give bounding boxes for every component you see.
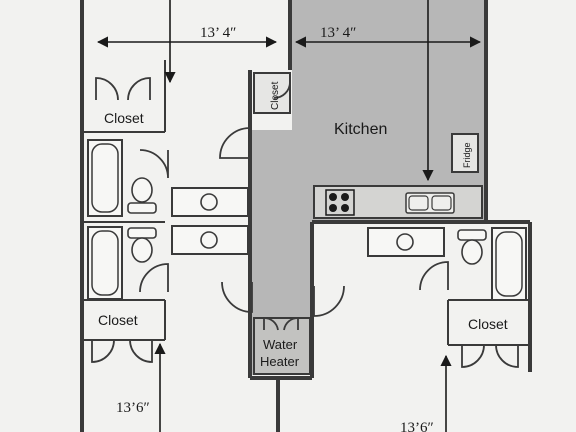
dimension-bottom-right: 13’6″ <box>400 420 434 432</box>
kitchen-counter <box>313 185 483 219</box>
room-label-closet-vertical: Closet <box>270 81 281 110</box>
toilet-icon <box>127 227 157 263</box>
stove-burners-icon <box>325 189 355 216</box>
vanity-sink-icon <box>171 225 249 255</box>
room-label-closet-mid-left: Closet <box>98 312 138 328</box>
toilet-icon <box>457 229 487 265</box>
closet-vertical-box <box>253 72 291 114</box>
bathtub-icon <box>87 226 123 300</box>
room-label-closet-top-left: Closet <box>104 110 144 126</box>
dimension-top-right: 13’ 4″ <box>320 25 356 41</box>
room-label-closet-right: Closet <box>468 316 508 332</box>
room-label-water-heater-1: Water <box>263 337 298 352</box>
vanity-sink-icon <box>171 187 249 217</box>
walls <box>80 0 532 432</box>
vanity-sink-icon <box>367 227 445 257</box>
kitchen-sink-icon <box>405 192 455 214</box>
room-label-water-heater-2: Heater <box>260 354 300 369</box>
dimension-bottom-left: 13’6″ <box>116 400 150 416</box>
toilet-icon <box>127 177 157 214</box>
fridge-box <box>451 133 479 173</box>
room-label-kitchen: Kitchen <box>334 121 387 138</box>
bathtub-icon <box>491 227 527 301</box>
room-label-fridge: Fridge <box>462 142 472 168</box>
bathtub-icon <box>87 139 123 217</box>
door-swings <box>91 77 519 368</box>
dimension-top-left: 13’ 4″ <box>200 25 236 41</box>
